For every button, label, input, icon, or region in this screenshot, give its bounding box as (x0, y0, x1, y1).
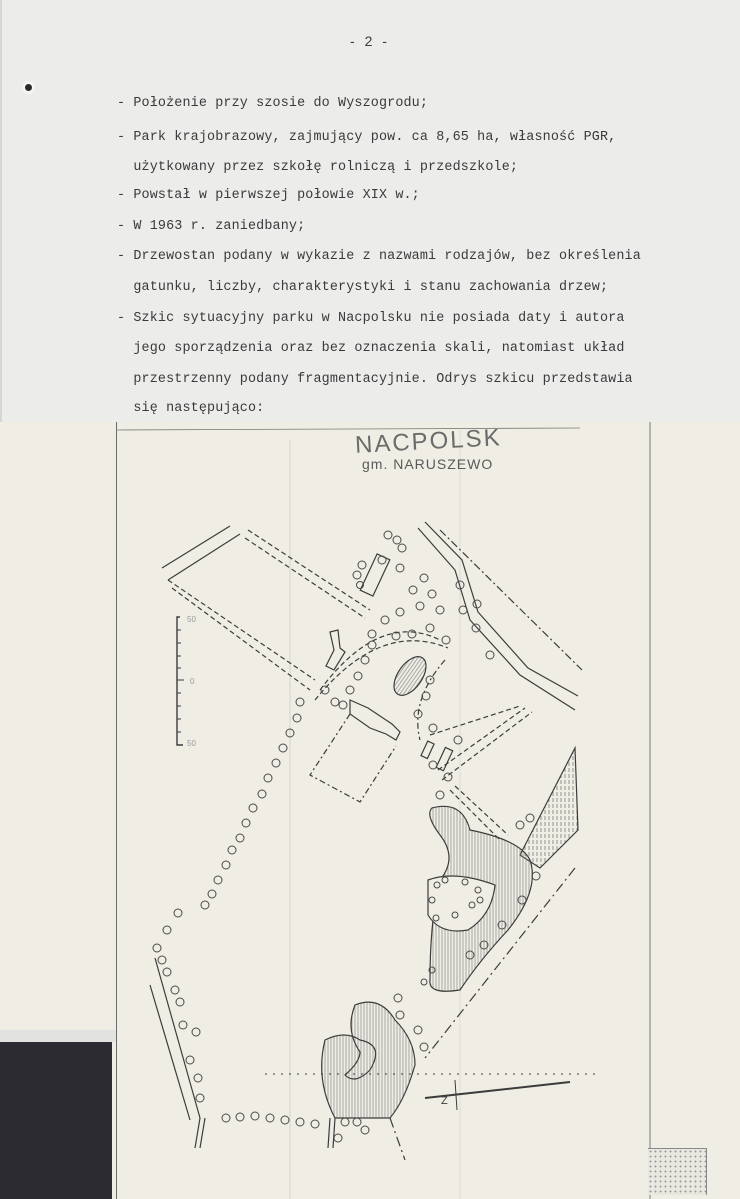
text-line: - Szkic sytuacyjny parku w Nacpolsku nie… (117, 311, 625, 326)
north-label: Z (441, 1095, 448, 1107)
punch-hole-icon (25, 84, 32, 91)
text-line: - W 1963 r. zaniedbany; (117, 219, 306, 234)
text-line: jego sporządzenia oraz bez oznaczenia sk… (117, 341, 625, 356)
text-line: się następująco: (117, 401, 265, 416)
text-line: - Powstał w pierwszej połowie XIX w.; (117, 188, 420, 203)
background-shadow (0, 1042, 112, 1199)
page-number: - 2 - (350, 33, 390, 49)
text-line: - Park krajobrazowy, zajmujący pow. ca 8… (117, 130, 617, 145)
sketch-frame (116, 422, 737, 1199)
text-line: gatunku, liczby, charakterystyki i stanu… (117, 280, 609, 295)
scale-label: 50 (187, 615, 196, 624)
text-line: przestrzenny podany fragmentacyjnie. Odr… (117, 372, 633, 387)
page-strip (0, 1030, 116, 1042)
text-line: użytkowany przez szkołę rolniczą i przed… (117, 160, 519, 175)
dotted-area (648, 1148, 707, 1195)
sketch-subtitle: gm. NARUSZEWO (362, 456, 494, 472)
text-line: - Położenie przy szosie do Wyszogrodu; (117, 96, 429, 111)
text-line: - Drzewostan podany w wykazie z nazwami … (117, 249, 641, 264)
scale-label: 50 (187, 739, 196, 748)
scale-label: 0 (190, 677, 195, 686)
